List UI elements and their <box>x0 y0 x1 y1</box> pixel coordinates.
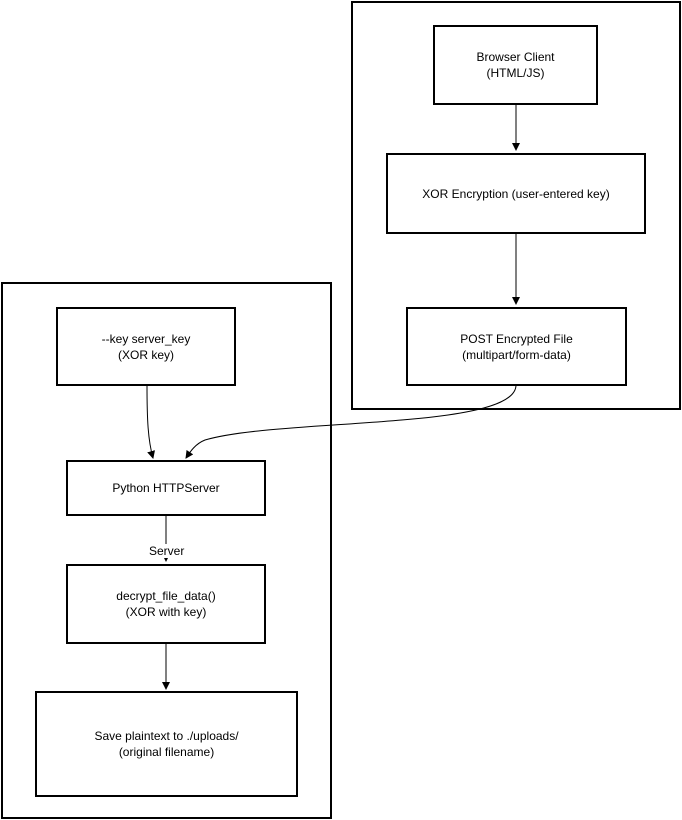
xor-encryption-title: XOR Encryption (user-entered key) <box>422 186 610 201</box>
post-encrypted-subtitle: (multipart/form-data) <box>462 347 571 362</box>
browser-client-title: Browser Client <box>476 50 555 64</box>
decrypt-title: decrypt_file_data() <box>116 589 216 603</box>
decrypt-node: decrypt_file_data() (XOR with key) <box>66 564 266 644</box>
server-group <box>1 282 332 819</box>
server-key-subtitle: (XOR key) <box>117 347 174 362</box>
server-key-title: --key server_key <box>101 331 191 346</box>
save-plaintext-node: Save plaintext to ./uploads/ (original f… <box>35 691 298 797</box>
browser-client-subtitle: (HTML/JS) <box>486 66 545 80</box>
decrypt-subtitle: (XOR with key) <box>125 605 207 619</box>
save-plaintext-title: Save plaintext to ./uploads/ <box>94 729 239 743</box>
http-server-node: Python HTTPServer <box>66 460 266 516</box>
server-key-node: --key server_key (XOR key) <box>56 307 236 386</box>
server-edge-label: Server <box>148 544 186 558</box>
post-encrypted-title: POST Encrypted File <box>460 331 573 346</box>
browser-client-node: Browser Client (HTML/JS) <box>433 25 598 105</box>
xor-encryption-node: XOR Encryption (user-entered key) <box>386 153 646 234</box>
save-plaintext-subtitle: (original filename) <box>118 745 215 759</box>
post-encrypted-node: POST Encrypted File (multipart/form-data… <box>406 307 627 386</box>
http-server-title: Python HTTPServer <box>112 481 220 495</box>
